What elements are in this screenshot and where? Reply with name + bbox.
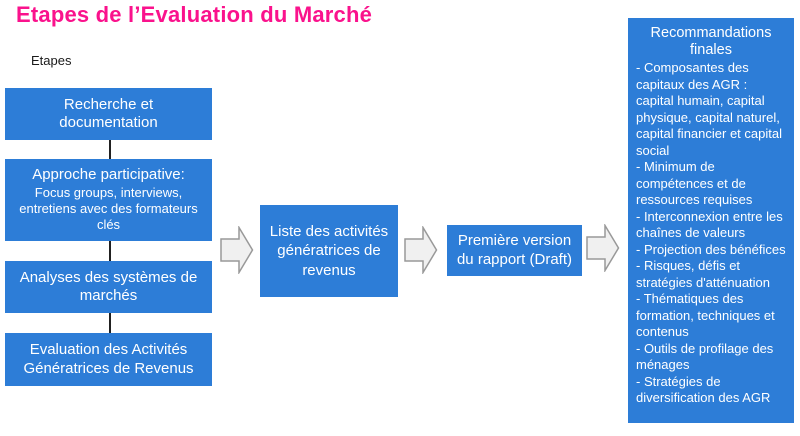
flow-label: Première version du rapport (Draft) [456, 232, 573, 268]
recommendation-item: - Thématiques des formation, techniques … [636, 291, 775, 340]
recommendation-item: - Outils de profilage des ménages [636, 340, 774, 373]
steps-column-label: Etapes [31, 53, 72, 68]
recommendations-panel: Recommandations finales - Composantes de… [628, 18, 794, 423]
recommendation-item: - Projection des bénéfices [636, 241, 786, 257]
step-box-evaluation-agr: Evaluation des Activités Génératrices de… [5, 333, 212, 386]
connector-line [109, 313, 111, 333]
slide-title: Etapes de l’Evaluation du Marché [16, 2, 373, 27]
flow-box-premiere-version: Première version du rapport (Draft) [447, 225, 582, 276]
step-label: Evaluation des Activités Génératrices de… [23, 341, 194, 377]
recommendation-item: - Risques, défis et stratégies d'atténua… [636, 258, 771, 290]
connector-line [109, 140, 111, 159]
recommendation-item: - Stratégies de diversification des AGR [636, 373, 771, 406]
connector-line [109, 241, 111, 261]
step-box-approche-participative: Approche participative: Focus groups, in… [5, 159, 212, 241]
recommendation-item: - Minimum de compétences et de ressource… [636, 159, 753, 208]
step-label: Recherche et documentation [59, 95, 158, 131]
flow-label: Liste des activités génératrices de reve… [269, 222, 389, 279]
step-box-analyses-marches: Analyses des systèmes de marchés [5, 261, 212, 313]
step-sublabel: Focus groups, interviews, entretiens ave… [19, 184, 198, 233]
recommendation-item: - Interconnexion entre les chaînes de va… [636, 208, 783, 241]
right-arrow-icon [586, 224, 620, 272]
recommendation-item: - Composantes des capitaux des AGR : cap… [636, 60, 782, 158]
step-box-recherche: Recherche et documentation [5, 88, 212, 140]
right-arrow-icon [404, 226, 438, 274]
flow-box-liste-activites: Liste des activités génératrices de reve… [260, 205, 398, 297]
right-arrow-icon [220, 226, 254, 274]
recommendations-title: Recommandations finales [650, 25, 772, 59]
step-label: Analyses des systèmes de marchés [19, 268, 198, 304]
step-label: Approche participative: [32, 166, 185, 184]
